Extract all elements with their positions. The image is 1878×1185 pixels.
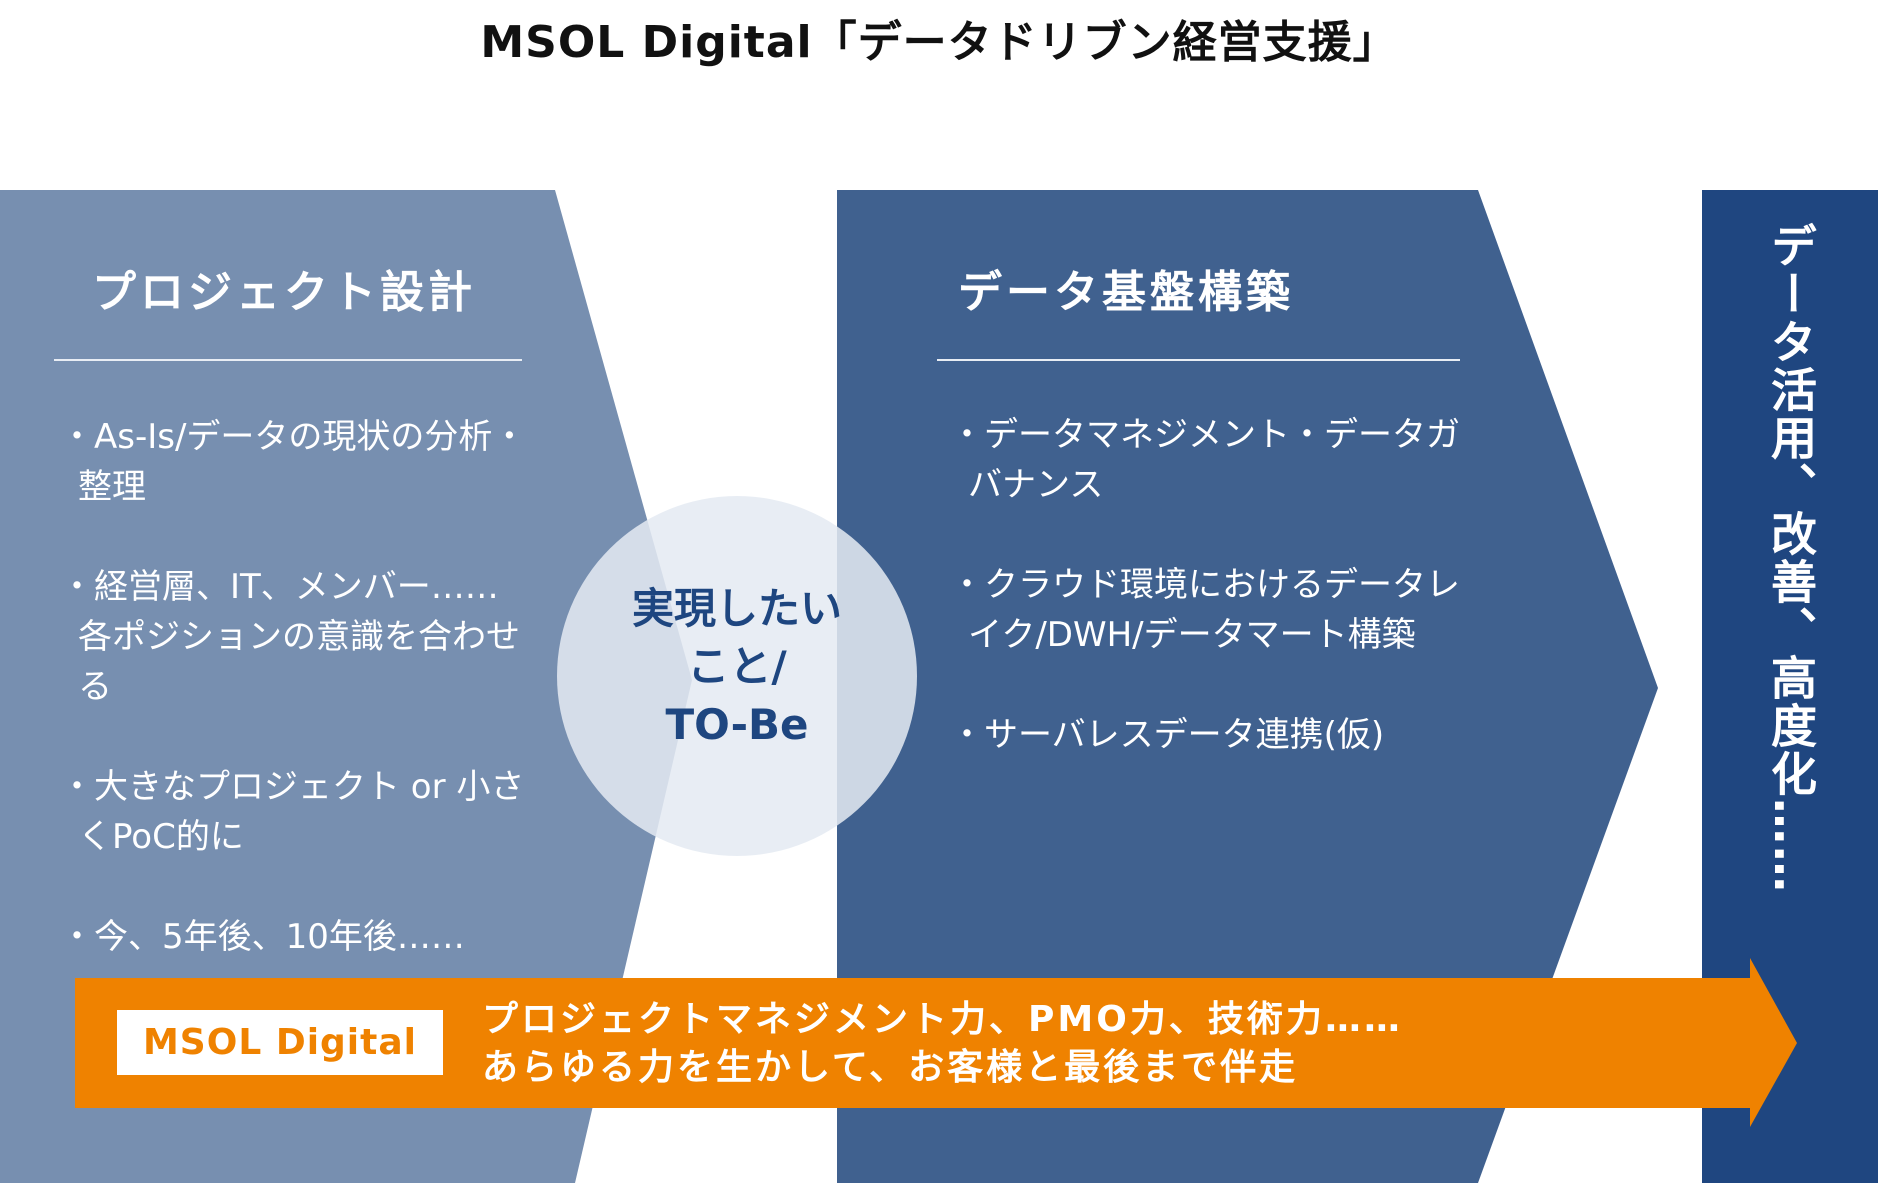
list-item: ・クラウド環境におけるデータレイク/DWH/データマート構築 xyxy=(950,565,1460,655)
list-item: ・大きなプロジェクト or 小さくPoC的に xyxy=(60,767,525,857)
phase-1-chevron xyxy=(0,190,692,1183)
list-item: ・経営層、IT、メンバー……各ポジションの意識を合わせる xyxy=(60,567,520,707)
to-be-line: TO-Be xyxy=(665,700,809,749)
phase-1-title: プロジェクト設計 xyxy=(92,267,476,318)
phase-1-list: ・As-Is/データの現状の分析・整理 ・経営層、IT、メンバー……各ポジション… xyxy=(60,412,530,962)
diagram-title: MSOL Digital「データドリブン経営支援」 xyxy=(480,17,1398,68)
list-item: ・As-Is/データの現状の分析・整理 xyxy=(60,417,527,507)
phase-2-title: データ基盤構築 xyxy=(958,267,1294,318)
phase-2-chevron xyxy=(837,190,1658,1183)
to-be-line: 実現したい xyxy=(631,584,842,633)
support-line: プロジェクトマネジメント力、PMO力、技術力…… xyxy=(482,999,1403,1040)
to-be-circle xyxy=(557,496,917,856)
list-item: ・サーバレスデータ連携(仮) xyxy=(950,715,1385,755)
to-be-line: こと/ xyxy=(687,642,787,691)
support-line: あらゆる力を生かして、お客様と最後まで伴走 xyxy=(482,1047,1299,1088)
support-message: プロジェクトマネジメント力、PMO力、技術力…… あらゆる力を生かして、お客様と… xyxy=(482,996,1403,1092)
goal-text: データ活用、改善、高度化…… xyxy=(1764,222,1818,894)
list-item: ・データマネジメント・データガバナンス xyxy=(950,415,1460,505)
phase-2-divider xyxy=(937,359,1460,361)
msol-digital-badge: MSOL Digital xyxy=(117,1010,443,1075)
phase-1-divider xyxy=(54,359,522,361)
to-be-label: 実現したい こと/ TO-Be xyxy=(557,580,917,754)
support-arrow xyxy=(75,958,1797,1127)
list-item: ・今、5年後、10年後…… xyxy=(60,917,465,957)
phase-2-list: ・データマネジメント・データガバナンス ・クラウド環境におけるデータレイク/DW… xyxy=(950,410,1470,760)
